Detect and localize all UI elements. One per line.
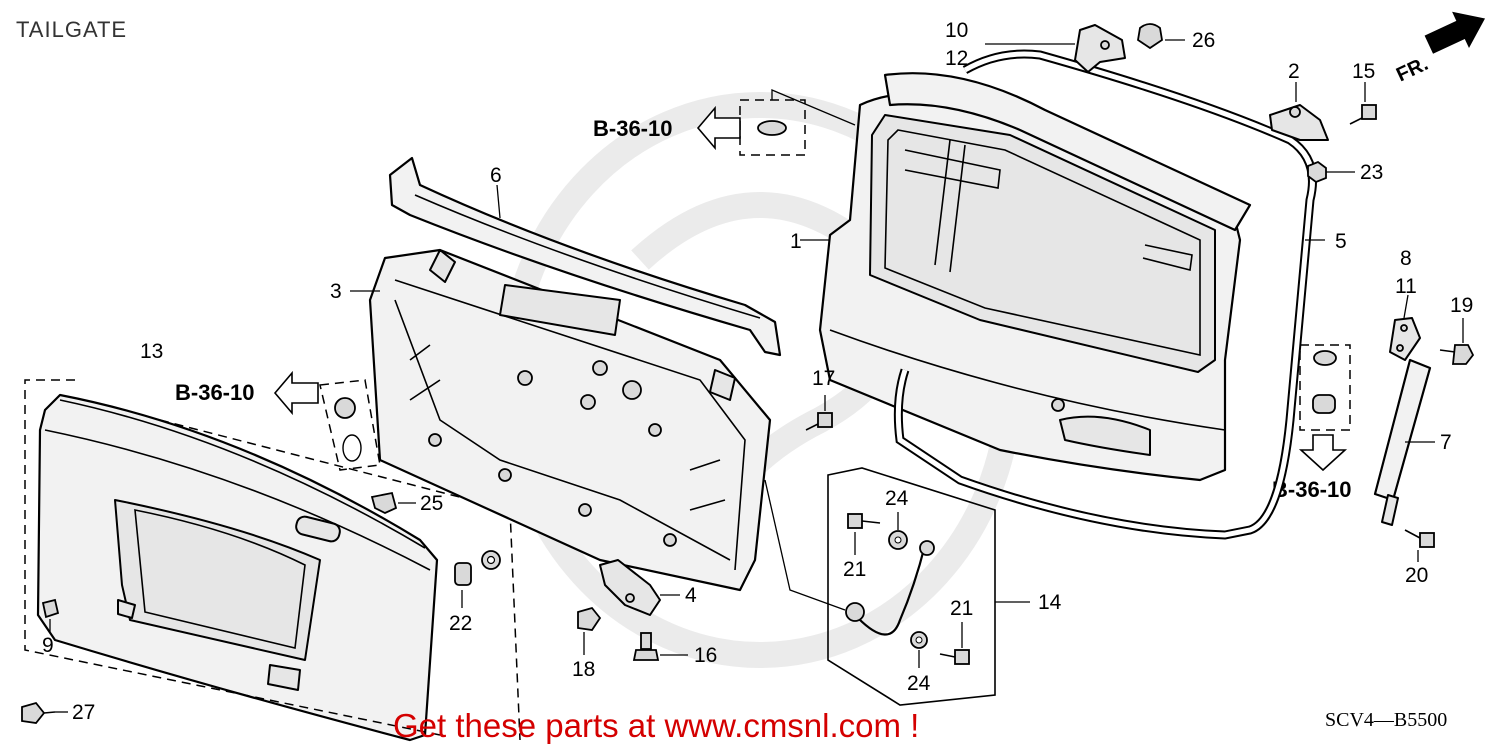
callout-21-upper: 21 [843, 558, 866, 581]
grommet-box-left [319, 379, 381, 471]
part-20-bolt [1404, 529, 1435, 548]
part-1-tailgate [818, 90, 1242, 482]
callout-26: 26 [1192, 29, 1215, 52]
part-8-11-strut-bracket [1389, 317, 1421, 361]
callout-17: 17 [812, 367, 835, 390]
part-9-cap [41, 598, 60, 619]
callout-15: 15 [1352, 60, 1375, 83]
callout-5: 5 [1335, 230, 1347, 253]
callout-labels: 1 2 3 4 5 6 7 8 9 10 11 12 13 14 15 16 1… [42, 19, 1473, 724]
callout-23: 23 [1360, 161, 1383, 184]
part-19-bolt [1439, 344, 1475, 365]
callout-8: 8 [1400, 247, 1412, 270]
part-4-tailgate-latch [599, 559, 661, 616]
callout-18: 18 [572, 658, 595, 681]
part-15-bolt [1349, 104, 1377, 125]
part-2-hinge [1269, 104, 1329, 141]
reference-arrow-upper: B-36-10 [593, 105, 741, 151]
part-17-bolt [805, 412, 833, 431]
part-22-clip-and-grommet [454, 550, 501, 586]
callout-7: 7 [1440, 431, 1452, 454]
callout-12: 12 [945, 47, 968, 70]
front-direction-indicator: FR. [1393, 11, 1486, 87]
part-25-clip [370, 491, 398, 514]
callout-3: 3 [330, 280, 342, 303]
diagram-code: SCV4—B5500 [1325, 709, 1447, 731]
reference-arrow-left: B-36-10 [175, 370, 319, 416]
reference-label-left: B-36-10 [175, 380, 254, 405]
callout-21-lower: 21 [950, 597, 973, 620]
callout-4: 4 [685, 584, 697, 607]
part-7-gas-strut [1373, 358, 1432, 526]
callout-22: 22 [449, 612, 472, 635]
callout-10: 10 [945, 19, 968, 42]
callout-27: 27 [72, 701, 95, 724]
part-10-12-hinge-bracket [1074, 24, 1126, 73]
callout-6: 6 [490, 164, 502, 187]
part-3-inner-tailgate-panel [368, 248, 772, 592]
part-6-upper-reinforcement [388, 156, 782, 357]
part-13-lower-trim-panel [36, 393, 439, 742]
diagram-title: TAILGATE [16, 17, 127, 42]
callout-16: 16 [694, 644, 717, 667]
part-16-stud [632, 632, 660, 661]
front-label: FR. [1393, 53, 1431, 87]
part-26-clip [1137, 23, 1163, 50]
callout-25: 25 [420, 492, 443, 515]
callout-19: 19 [1450, 294, 1473, 317]
callout-13: 13 [140, 340, 163, 363]
callout-14: 14 [1038, 591, 1062, 614]
callout-24-upper: 24 [885, 487, 909, 510]
part-27-screw [21, 701, 56, 724]
grommet-box-right [1299, 344, 1351, 431]
promo-banner-link[interactable]: Get these parts at www.cmsnl.com ! [393, 707, 919, 744]
callout-9: 9 [42, 634, 54, 657]
callout-2: 2 [1288, 60, 1300, 83]
reference-label-right: B-36-10 [1272, 477, 1351, 502]
reference-arrow-right: B-36-10 [1272, 434, 1351, 502]
part-18-bolt [577, 606, 602, 631]
reference-label-upper: B-36-10 [593, 116, 672, 141]
callout-24-lower: 24 [907, 672, 931, 695]
part-14-cable-path [764, 479, 846, 611]
part-14-ground-cable-kit [827, 467, 996, 706]
callout-20: 20 [1405, 564, 1428, 587]
part-6-leader [496, 184, 501, 219]
callout-11: 11 [1395, 275, 1417, 298]
part-23-nut [1307, 160, 1327, 184]
callout-1: 1 [790, 230, 802, 253]
part-8-11-leader [1403, 294, 1409, 319]
part-1-spoiler [883, 72, 1252, 232]
